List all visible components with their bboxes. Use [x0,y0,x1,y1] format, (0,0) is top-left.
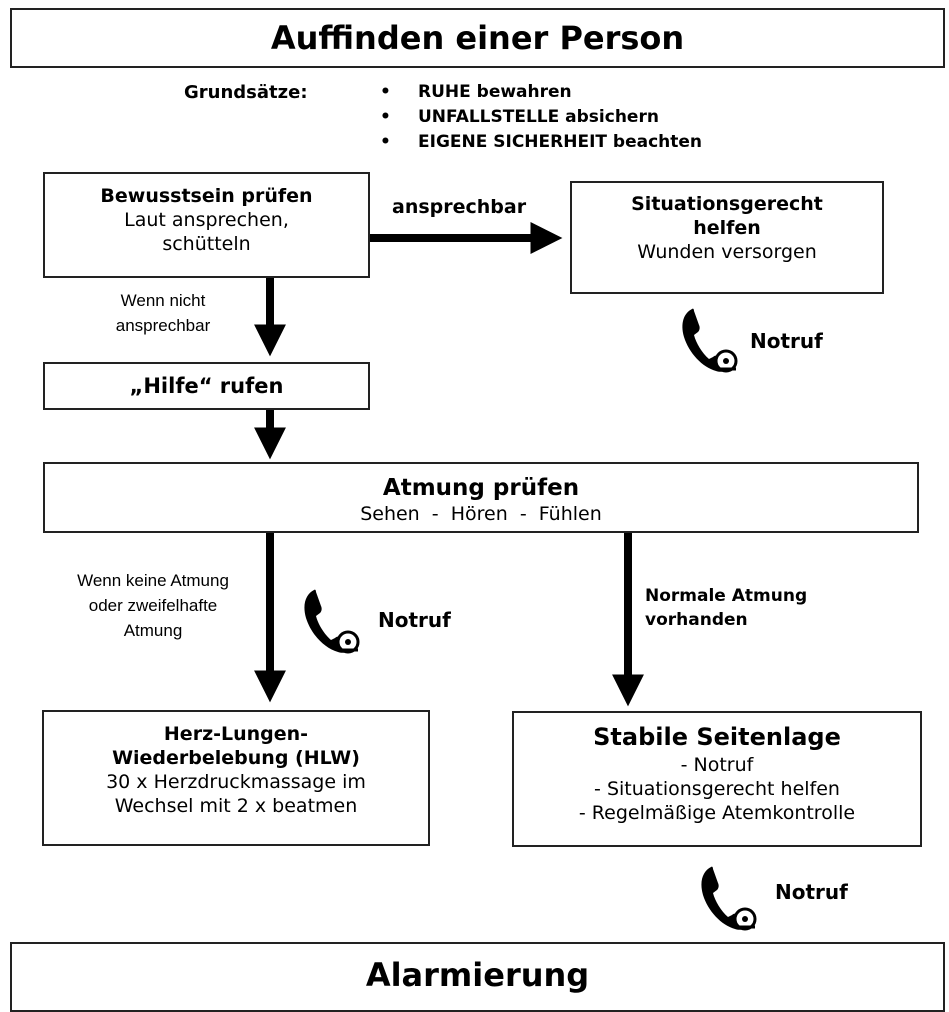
header-title: Auffinden einer Person [270,19,685,57]
recovery-line1: - Notruf [680,754,754,776]
telephone-icon [701,866,757,931]
principle-item: EIGENE SICHERHEIT beachten [380,130,702,155]
hlw-line2: Wechsel mit 2 x beatmen [114,795,358,817]
emergency-call-label: Notruf [775,880,848,904]
hlw-title2: Wiederbelebung (HLW) [112,747,360,769]
principles-list: RUHE bewahren UNFALLSTELLE absichern EIG… [380,80,702,155]
consciousness-box: Bewusstsein prüfen Laut ansprechen, schü… [43,172,370,278]
no-breathing-line3: Atmung [123,621,183,640]
emergency-call-label: Notruf [378,608,451,632]
principles-label: Grundsätze: [184,82,308,103]
emergency-call-label: Notruf [750,329,823,353]
situational-title1: Situationsgerecht [631,193,823,215]
breathing-title: Atmung prüfen [382,475,580,501]
normal-breathing-line2: vorhanden [645,610,748,630]
call-help-title: „Hilfe“ rufen [129,374,284,398]
situational-box: Situationsgerecht helfen Wunden versorge… [570,181,884,294]
footer-box: Alarmierung [10,942,945,1012]
not-responsive-line2: ansprechbar [115,316,211,335]
normal-breathing-line1: Normale Atmung [645,586,808,606]
normal-breathing-label: Normale Atmung vorhanden [645,584,807,632]
no-breathing-label: Wenn keine Atmung oder zweifelhafte Atmu… [46,568,260,643]
consciousness-line2: schütteln [162,233,251,255]
hlw-box: Herz-Lungen- Wiederbelebung (HLW) 30 x H… [42,710,430,846]
header-box: Auffinden einer Person [10,8,945,68]
footer-title: Alarmierung [365,956,590,994]
principle-item: UNFALLSTELLE absichern [380,105,702,130]
no-breathing-line1: Wenn keine Atmung [77,571,229,590]
situational-title2: helfen [693,217,761,239]
recovery-title: Stabile Seitenlage [593,723,841,751]
breathing-line1: Sehen - Hören - Fühlen [360,503,602,525]
responsive-label: ansprechbar [392,196,527,218]
no-breathing-line2: oder zweifelhafte [88,596,218,615]
situational-line1: Wunden versorgen [637,241,817,263]
call-help-box: „Hilfe“ rufen [43,362,370,410]
principle-item: RUHE bewahren [380,80,702,105]
recovery-box: Stabile Seitenlage - Notruf - Situations… [512,711,922,847]
consciousness-title: Bewusstsein prüfen [100,185,313,207]
telephone-icon [682,308,738,373]
not-responsive-line1: Wenn nicht [120,291,206,310]
breathing-box: Atmung prüfen Sehen - Hören - Fühlen [43,462,919,533]
recovery-line3: - Regelmäßige Atemkontrolle [578,802,856,824]
consciousness-line1: Laut ansprechen, [124,209,289,231]
not-responsive-label: Wenn nicht ansprechbar [98,288,228,338]
hlw-title1: Herz-Lungen- [163,723,309,745]
telephone-icon [304,589,360,654]
recovery-line2: - Situationsgerecht helfen [594,778,840,800]
hlw-line1: 30 x Herzdruckmassage im [106,771,366,793]
